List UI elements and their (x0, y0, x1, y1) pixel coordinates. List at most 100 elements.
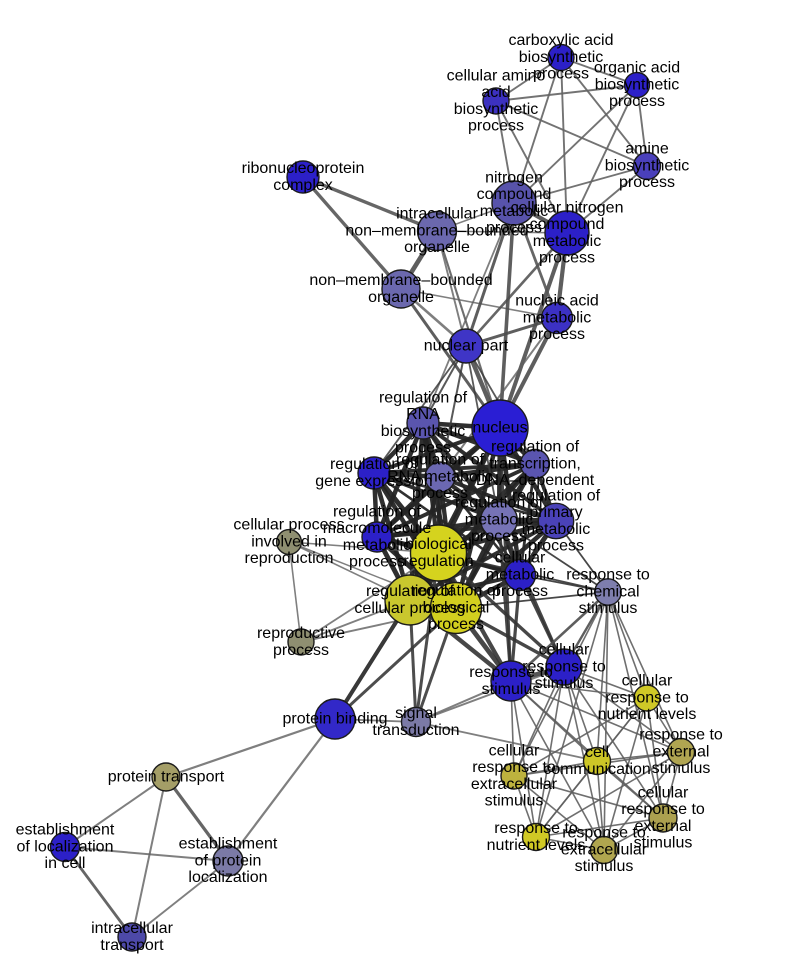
svg-text:regulation: regulation (403, 553, 473, 570)
svg-text:DNA–dependent: DNA–dependent (476, 472, 595, 489)
svg-text:organic acid: organic acid (594, 60, 680, 77)
svg-text:primary: primary (529, 504, 582, 521)
svg-text:process: process (349, 553, 405, 570)
svg-text:biosynthetic: biosynthetic (454, 101, 539, 118)
svg-text:metabolic: metabolic (480, 203, 548, 220)
svg-text:acid: acid (481, 84, 510, 101)
svg-text:process: process (609, 93, 665, 110)
svg-text:response to: response to (605, 689, 689, 706)
svg-text:process: process (395, 439, 451, 456)
svg-text:transduction: transduction (372, 722, 459, 739)
svg-text:metabolic: metabolic (343, 537, 411, 554)
svg-text:in cell: in cell (45, 855, 86, 872)
svg-text:gene expression: gene expression (315, 473, 432, 490)
svg-text:RNA: RNA (406, 406, 440, 423)
svg-text:of localization: of localization (17, 838, 114, 855)
svg-text:transcription,: transcription, (489, 455, 581, 472)
svg-text:of protein: of protein (195, 852, 262, 869)
svg-text:communication: communication (543, 761, 651, 778)
svg-text:stimulus: stimulus (634, 834, 693, 851)
svg-text:metabolic: metabolic (486, 566, 554, 583)
svg-text:metabolic: metabolic (523, 309, 591, 326)
svg-text:biosynthetic: biosynthetic (605, 157, 690, 174)
svg-text:response to: response to (621, 801, 705, 818)
svg-text:reproduction: reproduction (245, 550, 334, 567)
svg-text:response to: response to (469, 664, 553, 681)
svg-text:regulation of: regulation of (455, 495, 544, 512)
svg-text:stimulus: stimulus (482, 681, 541, 698)
svg-text:response to: response to (494, 820, 578, 837)
svg-text:establishment: establishment (16, 822, 115, 839)
svg-text:intracellular: intracellular (91, 920, 173, 937)
svg-text:external: external (635, 818, 692, 835)
svg-text:non–membrane–bounded: non–membrane–bounded (345, 222, 528, 239)
svg-text:process: process (273, 642, 329, 659)
svg-text:process: process (529, 326, 585, 343)
svg-text:stimulus: stimulus (575, 858, 634, 875)
svg-text:reproductive: reproductive (257, 625, 345, 642)
svg-text:metabolic: metabolic (533, 233, 601, 250)
svg-text:nitrogen: nitrogen (485, 169, 543, 186)
svg-text:process: process (468, 117, 524, 134)
svg-text:metabolic: metabolic (522, 521, 590, 538)
svg-text:biosynthetic: biosynthetic (595, 76, 680, 93)
svg-text:regulation of: regulation of (330, 456, 419, 473)
svg-text:biosynthetic: biosynthetic (381, 423, 466, 440)
svg-text:nuclear part: nuclear part (424, 337, 509, 354)
svg-text:process: process (533, 66, 589, 83)
svg-text:regulation of: regulation of (379, 389, 468, 406)
svg-text:response to: response to (566, 567, 650, 584)
svg-text:cellular amino: cellular amino (447, 67, 546, 84)
svg-text:organelle: organelle (404, 239, 470, 256)
svg-text:stimulus: stimulus (535, 675, 594, 692)
svg-text:cellular process: cellular process (233, 517, 344, 534)
svg-text:protein binding: protein binding (283, 710, 388, 727)
svg-text:cellular nitrogen: cellular nitrogen (511, 199, 624, 216)
svg-text:biological: biological (405, 536, 472, 553)
svg-text:process: process (619, 174, 675, 191)
svg-text:transport: transport (100, 937, 164, 954)
svg-text:nucleic acid: nucleic acid (515, 293, 599, 310)
svg-text:stimulus: stimulus (579, 600, 638, 617)
svg-text:process: process (428, 616, 484, 633)
svg-text:macromolecule: macromolecule (323, 520, 432, 537)
svg-text:nucleus: nucleus (472, 419, 527, 436)
svg-text:response to: response to (562, 825, 646, 842)
svg-text:amine: amine (625, 141, 669, 158)
svg-text:stimulus: stimulus (485, 792, 544, 809)
svg-text:intracellular: intracellular (396, 206, 478, 223)
svg-text:complex: complex (273, 177, 333, 194)
svg-text:process: process (412, 485, 468, 502)
svg-text:RNA metabolic: RNA metabolic (387, 468, 493, 485)
svg-text:non–membrane–bounded: non–membrane–bounded (309, 272, 492, 289)
svg-text:carboxylic acid: carboxylic acid (509, 32, 614, 49)
svg-text:signal: signal (395, 705, 437, 722)
svg-text:organelle: organelle (368, 289, 434, 306)
svg-text:regulation of: regulation of (396, 452, 485, 469)
svg-text:cellular process: cellular process (354, 600, 465, 617)
svg-text:process: process (539, 249, 595, 266)
svg-text:response to: response to (472, 759, 556, 776)
svg-text:stimulus: stimulus (652, 760, 711, 777)
svg-text:biological: biological (423, 599, 490, 616)
svg-text:cell: cell (585, 744, 609, 761)
svg-text:extracellular: extracellular (561, 841, 648, 858)
svg-text:process: process (471, 528, 527, 545)
svg-text:nutrient levels: nutrient levels (487, 837, 586, 854)
svg-text:protein transport: protein transport (108, 768, 225, 785)
svg-text:cellular: cellular (622, 673, 673, 690)
svg-text:chemical: chemical (576, 583, 639, 600)
svg-text:process: process (486, 220, 542, 237)
svg-text:process: process (492, 583, 548, 600)
svg-text:cellular: cellular (489, 742, 540, 759)
svg-text:cellular: cellular (638, 784, 689, 801)
svg-text:process: process (528, 537, 584, 554)
svg-text:regulation of: regulation of (491, 439, 580, 456)
svg-text:compound: compound (530, 216, 605, 233)
svg-text:involved in: involved in (251, 533, 327, 550)
svg-text:compound: compound (477, 186, 552, 203)
svg-text:localization: localization (188, 869, 267, 886)
svg-text:regulation of: regulation of (333, 503, 422, 520)
svg-text:regulation of: regulation of (512, 487, 601, 504)
svg-text:metabolic: metabolic (465, 511, 533, 528)
